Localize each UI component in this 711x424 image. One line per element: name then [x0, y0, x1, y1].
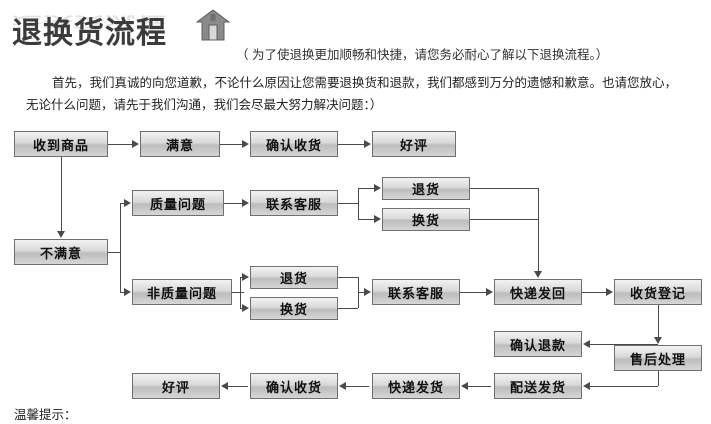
connector-confirm2-to-review2 — [224, 386, 248, 387]
node-contact-service-2[interactable]: 联系客服 — [372, 279, 460, 305]
node-satisfied[interactable]: 满意 — [140, 131, 220, 157]
node-return-2[interactable]: 退货 — [250, 266, 338, 289]
arrow-bus-to-nonquality — [124, 288, 131, 296]
connector-exchange1-to-express — [470, 219, 538, 220]
node-received-goods[interactable]: 收到商品 — [14, 131, 108, 157]
node-delivery-ship[interactable]: 配送发货 — [494, 373, 582, 399]
node-good-review-2[interactable]: 好评 — [132, 373, 220, 399]
arrow-register-to-aftersales — [654, 337, 662, 344]
arrow-express-ship-to-confirm — [339, 382, 346, 390]
arrow-bus-to-quality — [124, 199, 131, 207]
connector-quality-to-service — [224, 203, 242, 204]
connector-received-to-unsatisfied — [61, 157, 62, 232]
arrow-bus-to-return2 — [242, 273, 249, 281]
intro-paragraph: 首先，我们真诚的向您道歉，不论什么原因让您需要退换货和退款，我们都感到万分的遗憾… — [26, 76, 678, 112]
node-after-sales[interactable]: 售后处理 — [614, 345, 702, 371]
node-receipt-register[interactable]: 收货登记 — [614, 279, 702, 305]
node-unsatisfied[interactable]: 不满意 — [14, 239, 108, 265]
connector-received-to-satisfied — [108, 144, 133, 145]
connector-delivery-to-express-ship — [464, 386, 491, 387]
connector-unsatisfied-bus — [120, 203, 121, 292]
page-title: 退换货流程 — [12, 16, 167, 51]
connector-express-to-register — [582, 292, 607, 293]
footer-note: 温馨提示： — [14, 408, 77, 422]
connector-bus-to-return2 — [240, 277, 243, 278]
connector-satisfied-to-confirm — [220, 144, 243, 145]
connector-unsatisfied-stub — [108, 252, 120, 253]
house-icon — [196, 9, 230, 41]
node-return-1[interactable]: 退货 — [382, 177, 470, 200]
node-good-review-1[interactable]: 好评 — [372, 131, 456, 157]
connector-service2-to-express — [460, 292, 487, 293]
arrow-delivery-to-express-ship — [461, 382, 468, 390]
connector-bus-to-quality — [120, 203, 125, 204]
arrow-bus-to-exchange2 — [242, 304, 249, 312]
arrow-service2-to-express — [486, 288, 493, 296]
node-express-send-back[interactable]: 快递发回 — [494, 279, 582, 305]
node-quality-issue[interactable]: 质量问题 — [132, 190, 224, 216]
connector-bus-to-return1 — [358, 188, 375, 189]
connector-exchange2-to-join — [338, 308, 358, 309]
node-contact-service-1[interactable]: 联系客服 — [250, 190, 338, 216]
connector-aftersales-to-delivery — [590, 386, 658, 387]
connector-register-to-aftersales — [658, 305, 659, 338]
connector-return2-to-join — [338, 277, 358, 278]
node-confirm-receipt-2[interactable]: 确认收货 — [250, 373, 338, 399]
connector-nonquality-stub — [232, 292, 244, 293]
node-express-ship[interactable]: 快递发货 — [372, 373, 460, 399]
page-subtitle: （ 为了使退换更加顺畅和快捷，请您务必耐心了解以下退换流程。） — [236, 48, 609, 62]
node-confirm-refund[interactable]: 确认退款 — [494, 331, 582, 357]
connector-aftersales-down — [658, 371, 659, 386]
arrow-received-to-unsatisfied — [57, 231, 65, 238]
connector-bus-to-exchange2 — [240, 308, 243, 309]
connector-service1-stub — [338, 203, 358, 204]
arrow-received-to-satisfied — [132, 140, 139, 148]
connector-bus-to-nonquality — [120, 292, 125, 293]
connector-aftersales-to-refund — [590, 344, 658, 345]
connector-nonquality-bus — [240, 277, 241, 308]
arrow-to-express-send-back — [534, 271, 542, 278]
arrow-bus-to-return1 — [374, 184, 381, 192]
arrow-aftersales-to-refund — [583, 340, 590, 348]
connector-express-ship-to-confirm — [342, 386, 369, 387]
connector-return1-to-express — [470, 188, 538, 189]
arrow-aftersales-to-delivery — [583, 382, 590, 390]
connector-bus-to-exchange1 — [358, 219, 375, 220]
node-exchange-2[interactable]: 换货 — [250, 297, 338, 320]
connector-join2-to-service2 — [358, 292, 365, 293]
connector-service1-bus — [358, 188, 359, 219]
arrow-express-to-register — [606, 288, 613, 296]
arrow-confirm2-to-review2 — [221, 382, 228, 390]
arrow-bus-to-exchange1 — [374, 215, 381, 223]
node-exchange-1[interactable]: 换货 — [382, 208, 470, 231]
arrow-satisfied-to-confirm — [242, 140, 249, 148]
arrow-join2-to-service2 — [364, 288, 371, 296]
connector-express-join — [538, 188, 539, 271]
node-confirm-receipt-1[interactable]: 确认收货 — [250, 131, 338, 157]
arrow-confirm-to-review — [364, 140, 371, 148]
connector-confirm-to-review — [338, 144, 365, 145]
node-non-quality-issue[interactable]: 非质量问题 — [132, 279, 232, 305]
arrow-quality-to-service — [242, 199, 249, 207]
